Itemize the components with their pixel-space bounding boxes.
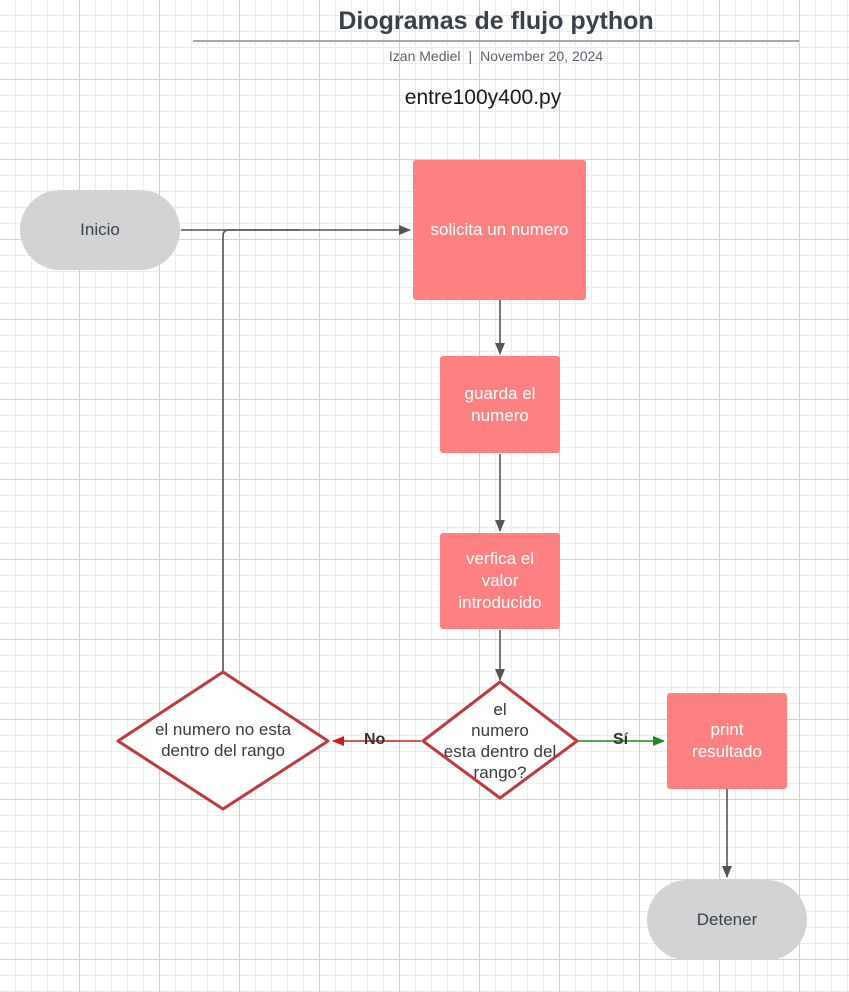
yes-edge-label: Sí	[613, 731, 629, 748]
byline: Izan Mediel | November 20, 2024	[193, 47, 799, 65]
out-of-range-label: el numero no esta dentro del rango	[123, 715, 323, 765]
verify-value-line: introducido	[458, 593, 542, 612]
script-filename: entre100y400.py	[404, 86, 562, 109]
author-name: Izan Mediel	[388, 48, 461, 64]
decision-range-label: el numero esta dentro del rango?	[413, 685, 587, 797]
out-of-range-line: dentro del rango	[161, 741, 285, 760]
publish-date: November 20, 2024	[480, 48, 604, 64]
verify-value-line: valor	[481, 571, 519, 590]
decision-range-diamond[interactable]	[421, 680, 579, 800]
no-edge-label: No	[364, 731, 386, 748]
verify-value-step[interactable]: verfica el valor introducido	[440, 533, 560, 629]
decision-range-line: el	[493, 700, 507, 719]
byline-separator: |	[468, 48, 473, 64]
decision-range-line: esta dentro del	[443, 742, 557, 761]
decision-range-line: rango?	[473, 763, 527, 782]
start-terminal[interactable]: Inicio	[20, 190, 180, 270]
end-terminal[interactable]: Detener	[647, 880, 807, 960]
print-result-step[interactable]: print resultado	[667, 693, 787, 789]
save-number-step[interactable]: guarda el numero	[440, 356, 560, 453]
print-result-line: print	[710, 720, 744, 739]
connector-loop-back	[222, 229, 300, 672]
verify-value-line: verfica el	[465, 549, 534, 568]
decision-range-line: numero	[471, 721, 529, 740]
save-number-line: guarda el	[464, 383, 536, 403]
request-number-step[interactable]: solicita un numero	[413, 160, 586, 300]
out-of-range-line: el numero no esta	[154, 720, 292, 739]
print-result-line: resultado	[692, 742, 762, 761]
title-divider	[193, 40, 799, 42]
diagram-title: Diogramas de flujo python	[338, 7, 654, 35]
save-number-line: numero	[471, 405, 529, 425]
out-of-range-diamond[interactable]	[116, 670, 330, 811]
